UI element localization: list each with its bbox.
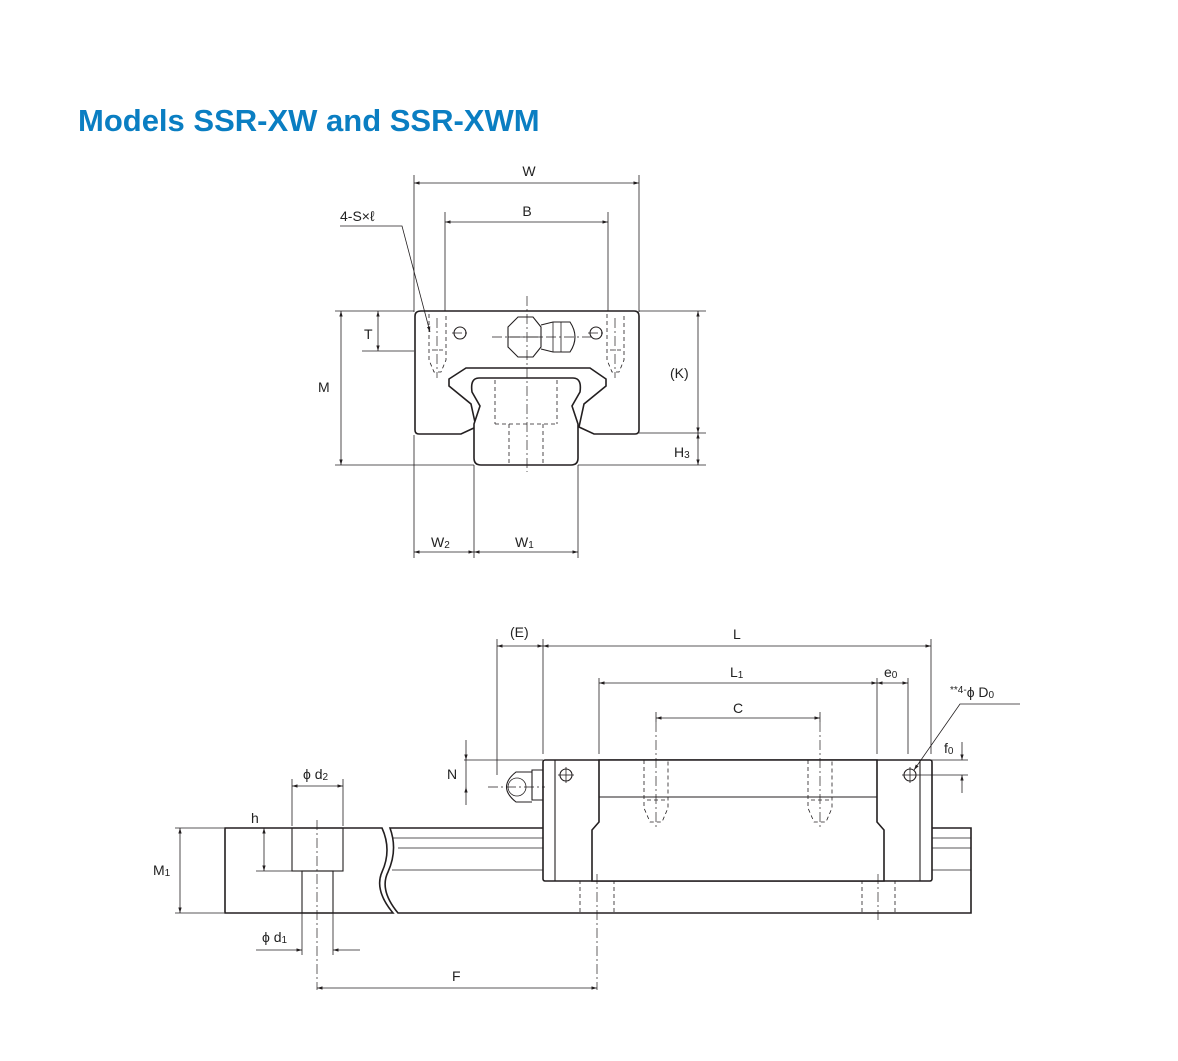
label-h: h [251,810,259,826]
label-l: L [733,626,741,642]
label-l1: L1 [730,664,744,681]
label-e0: e0 [884,664,898,681]
label-f0: f0 [944,740,954,757]
front-view: W B 4-S×ℓ T M (K) H3 W2 W1 [318,163,706,558]
page-title: Models SSR-XW and SSR-XWM [78,103,540,138]
label-bolt: 4-S×ℓ [340,208,375,224]
label-k: (K) [670,365,689,381]
rail-front [470,377,582,466]
label-w1: W1 [515,534,534,551]
label-d1: ϕ d1 [262,929,288,946]
label-d0: **4-ϕ D0 [950,684,995,701]
label-t: T [364,326,373,342]
label-m1: M1 [153,862,171,879]
label-d2: ϕ d2 [303,766,329,783]
label-w: W [522,163,536,179]
label-w2: W2 [431,534,450,551]
label-e: (E) [510,624,529,640]
label-h3: H3 [674,444,690,461]
label-n: N [447,766,457,782]
label-b: B [522,203,531,219]
label-f: F [452,968,461,984]
block-front-outline [414,310,640,435]
side-view: (E) L L1 e0 C **4-ϕ D0 f0 N ϕ d2 h M1 ϕ … [153,624,1020,990]
grease-nipple-hex [507,316,542,358]
label-m: M [318,379,330,395]
label-c: C [733,700,743,716]
